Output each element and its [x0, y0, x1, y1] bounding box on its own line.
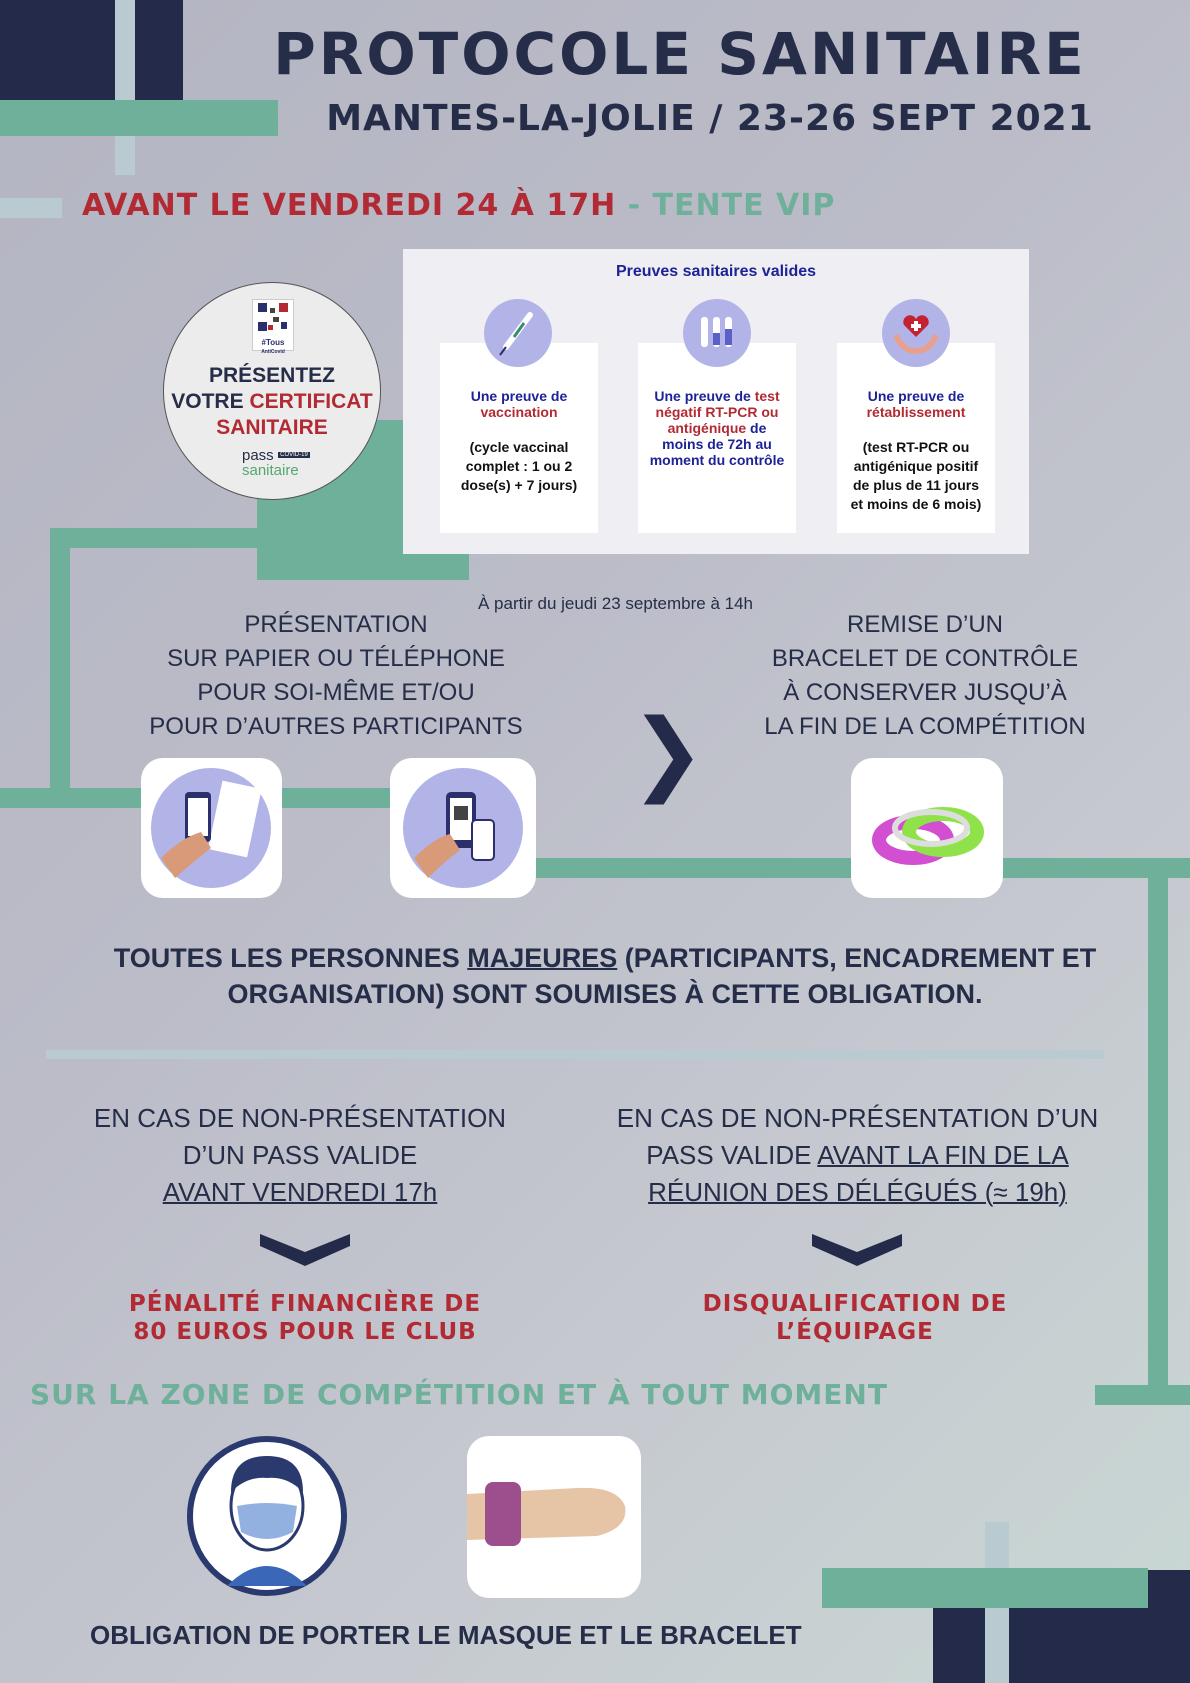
- connector-h-bottom: [1095, 1385, 1190, 1405]
- connector-h1: [50, 528, 260, 548]
- start-note: À partir du jeudi 23 septembre à 14h: [478, 594, 754, 613]
- connector-v-left: [50, 528, 70, 798]
- mask-icon: [187, 1436, 347, 1596]
- obligation-text: TOUTES LES PERSONNES MAJEURES (PARTICIPA…: [113, 943, 1097, 1009]
- separator-line: [46, 1050, 1104, 1059]
- deadline-main: AVANT LE VENDREDI 24 À 17H: [82, 188, 617, 223]
- pass-sanitaire-logo: pass COVID-19 sanitaire: [242, 447, 310, 480]
- horizontal-bar-top-left: [0, 100, 278, 136]
- vertical-bar-top-left: [115, 0, 135, 175]
- footer-obligation: OBLIGATION DE PORTER LE MASQUE ET LE BRA…: [90, 1620, 802, 1650]
- page-title: PROTOCOLE SANITAIRE: [273, 20, 1087, 88]
- chevron-down-icon: [260, 1234, 350, 1266]
- syringe-icon: [484, 299, 552, 367]
- phone-qr-tile: [390, 758, 536, 898]
- proof-card-test: Une preuve de test négatif RT-PCR ou ant…: [638, 343, 796, 533]
- horizontal-bar-bottom-right: [822, 1568, 1148, 1608]
- bracelet-tile: [851, 758, 1003, 898]
- proofs-title: Preuves sanitaires valides: [615, 263, 817, 280]
- deadline-heading: AVANT LE VENDREDI 24 À 17H - TENTE VIP: [82, 188, 835, 223]
- heart-hands-icon: [882, 299, 950, 367]
- wrist-bracelet-tile: [467, 1436, 641, 1598]
- bracelet-icon: [872, 807, 984, 865]
- zone-heading: SUR LA ZONE DE COMPÉTITION ET À TOUT MOM…: [30, 1378, 888, 1411]
- small-bar-left: [0, 198, 62, 218]
- corner-block-top-left: [0, 0, 183, 100]
- test-tubes-icon: [683, 299, 751, 367]
- proofs-panel: Preuves sanitaires valides Une preuve de…: [403, 249, 1029, 554]
- wrist-bracelet-icon: [467, 1482, 626, 1546]
- paper-certificate-tile: [141, 758, 282, 898]
- badge-text: PRÉSENTEZ VOTRE CERTIFICAT SANITAIRE: [171, 364, 373, 439]
- paper-phone-icon: [151, 768, 271, 888]
- corner-block-bottom-right-2: [1148, 1578, 1190, 1683]
- deadline-location: - TENTE VIP: [627, 188, 836, 223]
- phone-qr-icon: [403, 768, 523, 888]
- page-subtitle: MANTES-LA-JOLIE / 23-26 SEPT 2021: [326, 98, 1094, 139]
- chevron-down-icon: [812, 1234, 902, 1266]
- next-arrow-icon: ❯: [630, 703, 706, 803]
- connector-v-right: [1148, 868, 1168, 1398]
